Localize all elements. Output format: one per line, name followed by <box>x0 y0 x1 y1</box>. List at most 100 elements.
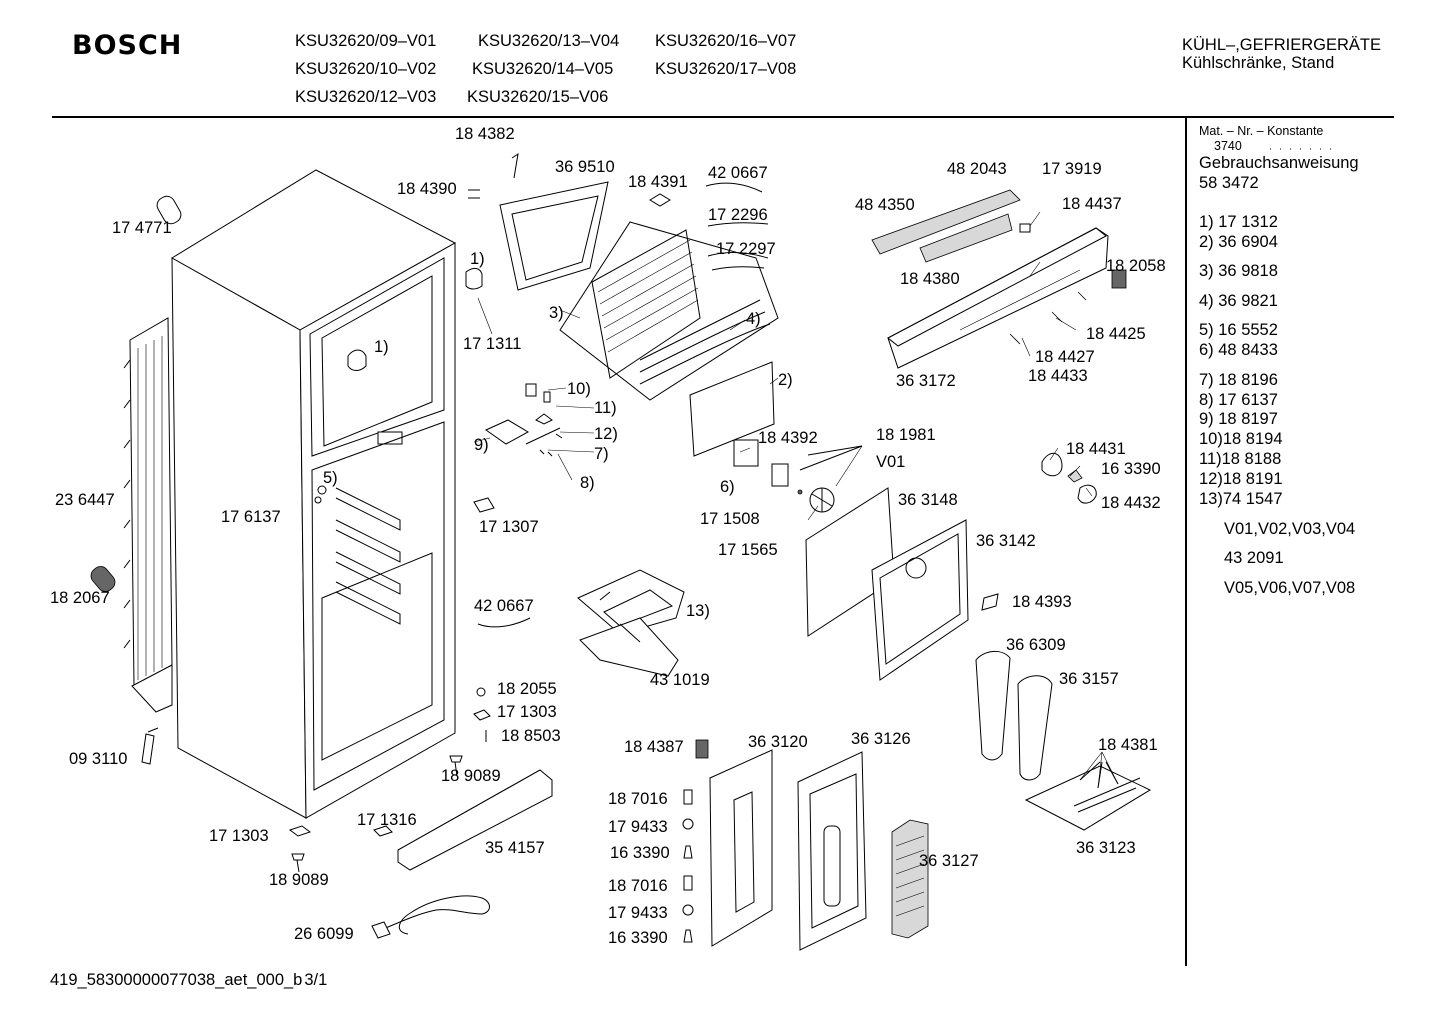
callout-label: 26 6099 <box>294 925 354 943</box>
fasteners-drawing <box>141 687 553 873</box>
callout-label: 18 4391 <box>628 173 688 191</box>
callout-label: 3) <box>549 304 564 322</box>
callout-label: 42 0667 <box>708 164 768 182</box>
callout-label: 18 4382 <box>455 125 515 143</box>
callout-label: 18 4433 <box>1028 367 1088 385</box>
callout-label: 2) <box>778 371 793 389</box>
callout-label: 17 2296 <box>708 206 768 224</box>
callout-label: 5) <box>323 469 338 487</box>
callout-label: 35 4157 <box>485 839 545 857</box>
callout-label: 18 4431 <box>1066 440 1126 458</box>
evaporator-drawing <box>465 152 779 467</box>
legend-part: 8) 17 6137 <box>1199 391 1278 409</box>
model-number: KSU32620/09–V01 <box>295 32 436 50</box>
category-subtitle: Kühlschränke, Stand <box>1182 54 1334 72</box>
callout-label: 17 9433 <box>608 904 668 922</box>
callout-label: 36 3142 <box>976 532 1036 550</box>
leader-lines <box>473 211 1119 789</box>
callout-label: 18 4393 <box>1012 593 1072 611</box>
callout-label: 17 6137 <box>221 508 281 526</box>
legend-part: 4) 36 9821 <box>1199 292 1278 310</box>
callout-label: 48 2043 <box>947 160 1007 178</box>
callout-label: 1) <box>374 338 389 356</box>
legend-part: 12)18 8191 <box>1199 470 1283 488</box>
callout-label: 18 9089 <box>269 871 329 889</box>
brand-logo: BOSCH <box>72 30 182 61</box>
tubes-drawing <box>90 195 182 592</box>
legend-part: 5) 16 5552 <box>1199 321 1278 339</box>
callout-label: 18 4427 <box>1035 348 1095 366</box>
callout-label: 16 3390 <box>610 844 670 862</box>
callout-label: V01 <box>876 453 905 471</box>
callout-label: 36 3127 <box>919 852 979 870</box>
legend-part: 1) 17 1312 <box>1199 213 1278 231</box>
callout-label: 36 9510 <box>555 158 615 176</box>
legend-part: 11)18 8188 <box>1199 450 1281 468</box>
fan-assembly-drawing <box>771 445 1097 681</box>
power-cord-drawing <box>371 895 490 939</box>
model-list: KSU32620/09–V01 KSU32620/13–V04 KSU32620… <box>295 32 796 106</box>
callout-label: 17 1316 <box>357 811 417 829</box>
callout-label: 4) <box>746 310 761 328</box>
manual-number: 58 3472 <box>1199 174 1259 192</box>
model-number: KSU32620/17–V08 <box>655 60 796 78</box>
door-parts-drawing <box>682 739 929 951</box>
model-number: KSU32620/15–V06 <box>467 88 608 106</box>
legend-part: 9) 18 8197 <box>1199 410 1278 428</box>
callout-label: 16 3390 <box>608 929 668 947</box>
callout-label: 17 9433 <box>608 818 668 836</box>
variant-group: V05,V06,V07,V08 <box>1224 579 1355 597</box>
callout-label: 18 8503 <box>501 727 561 745</box>
hinge-parts-drawing <box>473 383 563 628</box>
callout-label: 9) <box>474 436 489 454</box>
callout-label: 17 2297 <box>716 240 776 258</box>
shelf-bracket-drawing <box>577 569 685 677</box>
callout-label: 18 4380 <box>900 270 960 288</box>
callout-label: 18 7016 <box>608 877 668 895</box>
callout-label: 8) <box>580 474 595 492</box>
callout-label: 11) <box>594 399 617 417</box>
callout-label: 23 6447 <box>55 491 115 509</box>
manual-label: Gebrauchsanweisung <box>1199 154 1359 172</box>
callout-label: 18 4432 <box>1101 494 1161 512</box>
callout-label: 18 2058 <box>1106 257 1166 275</box>
callout-label: 18 2055 <box>497 680 557 698</box>
mat-number-label: Mat. – Nr. – Konstante <box>1199 124 1323 138</box>
control-panel-drawing <box>871 189 1127 369</box>
condenser-drawing <box>123 317 173 713</box>
callout-label: 1) <box>470 250 485 268</box>
sidebar-parts-legend: Mat. – Nr. – Konstante 3740 Gebrauchsanw… <box>1199 124 1359 597</box>
callout-label: 18 7016 <box>608 790 668 808</box>
mat-number-value: 3740 <box>1214 139 1242 153</box>
legend-part: 6) 48 8433 <box>1199 341 1278 359</box>
callout-label: 7) <box>594 445 609 463</box>
model-number: KSU32620/12–V03 <box>295 88 436 106</box>
model-number: KSU32620/13–V04 <box>478 32 619 50</box>
callout-label: 36 3126 <box>851 730 911 748</box>
legend-part: 13)74 1547 <box>1199 490 1283 508</box>
callout-label: 42 0667 <box>474 597 534 615</box>
category-title: KÜHL–,GEFRIERGERÄTE <box>1182 36 1381 54</box>
callout-label: 17 4771 <box>112 219 172 237</box>
callout-label: 18 4390 <box>397 180 457 198</box>
callout-label: 17 1303 <box>209 827 269 845</box>
callout-label: 18 4392 <box>758 429 818 447</box>
callout-label: 18 4387 <box>624 738 684 756</box>
callout-label: 17 3919 <box>1042 160 1102 178</box>
callout-label: 17 1303 <box>497 703 557 721</box>
callout-label: 18 9089 <box>441 767 501 785</box>
callout-label: 09 3110 <box>69 750 127 768</box>
callout-label: 36 3120 <box>748 733 808 751</box>
callout-label: 17 1565 <box>718 541 778 559</box>
variant-part: 43 2091 <box>1224 549 1284 567</box>
callout-label: 17 1311 <box>463 335 521 353</box>
callout-label: 17 1307 <box>479 518 539 536</box>
callout-label: 18 2067 <box>50 589 110 607</box>
model-number: KSU32620/14–V05 <box>472 60 613 78</box>
callout-label: 36 3123 <box>1076 839 1136 857</box>
legend-part: 10)18 8194 <box>1199 430 1283 448</box>
model-number: KSU32620/16–V07 <box>655 32 796 50</box>
callout-label: 18 1981 <box>876 426 936 444</box>
